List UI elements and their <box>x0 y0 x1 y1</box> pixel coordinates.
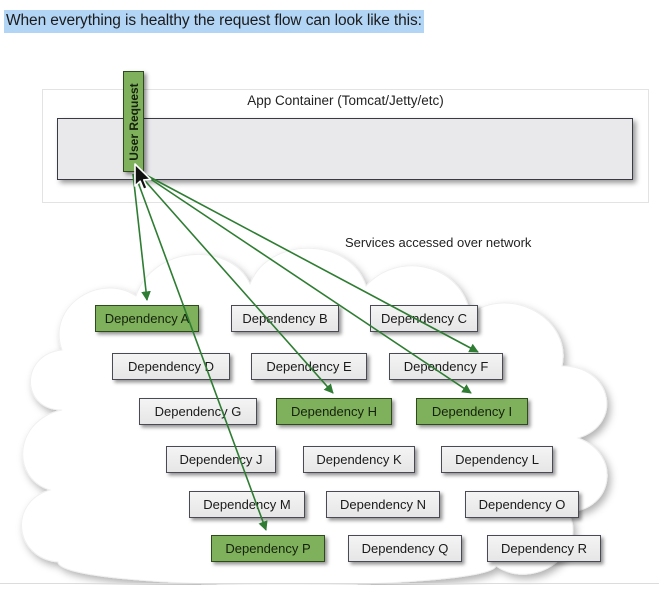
dependency-label: Dependency L <box>455 452 539 467</box>
dependency-box[interactable]: Dependency M <box>189 491 305 518</box>
dependency-box[interactable]: Dependency O <box>465 491 579 518</box>
dependency-label: Dependency D <box>128 359 214 374</box>
dependency-box[interactable]: Dependency P <box>211 535 325 562</box>
dependency-label: Dependency B <box>242 311 328 326</box>
dependency-box[interactable]: Dependency I <box>416 398 528 425</box>
app-container-title: App Container (Tomcat/Jetty/etc) <box>247 93 444 108</box>
mouse-cursor-icon <box>134 163 152 191</box>
services-caption: Services accessed over network <box>345 235 532 250</box>
dependency-label: Dependency N <box>340 497 426 512</box>
dependency-box[interactable]: Dependency H <box>276 398 392 425</box>
dependency-label: Dependency J <box>179 452 263 467</box>
dependency-label: Dependency P <box>225 541 311 556</box>
intro-text: When everything is healthy the request f… <box>4 10 424 33</box>
dependency-label: Dependency I <box>431 404 513 419</box>
dependency-label: Dependency F <box>403 359 489 374</box>
user-request-box[interactable]: User Request <box>123 71 144 172</box>
dependency-label: Dependency E <box>266 359 352 374</box>
dependency-box[interactable]: Dependency E <box>251 353 367 380</box>
dependency-label: Dependency R <box>501 541 587 556</box>
dependency-label: Dependency Q <box>361 541 449 556</box>
dependency-label: Dependency K <box>316 452 402 467</box>
dependency-label: Dependency M <box>203 497 291 512</box>
dependency-box[interactable]: Dependency F <box>389 353 503 380</box>
dependency-label: Dependency O <box>478 497 566 512</box>
dependency-box[interactable]: Dependency C <box>370 305 478 332</box>
dependency-label: Dependency H <box>291 404 377 419</box>
dependency-box[interactable]: Dependency J <box>166 446 276 473</box>
dependency-box[interactable]: Dependency N <box>326 491 440 518</box>
dependency-box[interactable]: Dependency D <box>112 353 230 380</box>
dependency-box[interactable]: Dependency L <box>441 446 553 473</box>
dependency-box[interactable]: Dependency R <box>487 535 601 562</box>
dependency-box[interactable]: Dependency Q <box>348 535 462 562</box>
dependency-box[interactable]: Dependency B <box>231 305 339 332</box>
dependency-box[interactable]: Dependency G <box>139 398 257 425</box>
dependency-box[interactable]: Dependency A <box>95 305 199 332</box>
bottom-divider <box>0 583 659 584</box>
dependency-label: Dependency A <box>104 311 190 326</box>
dependency-box[interactable]: Dependency K <box>303 446 415 473</box>
dependency-label: Dependency G <box>154 404 242 419</box>
dependency-label: Dependency C <box>381 311 467 326</box>
user-request-label: User Request <box>126 82 141 161</box>
